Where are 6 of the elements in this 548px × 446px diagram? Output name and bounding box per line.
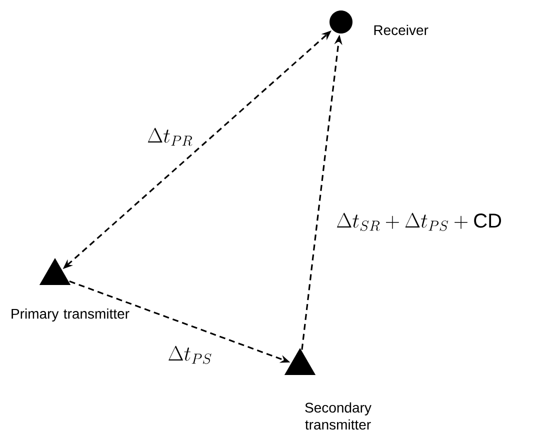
node-label: Secondary transmitter: [305, 402, 372, 430]
node-label: Receiver: [374, 24, 428, 36]
edge-label: $\Delta t_{SR} + \Delta t_{PS} + \mathrm{CD}$: [334, 211, 504, 233]
edge-label: $\Delta t_{PS}$: [166, 344, 214, 366]
edge-label: $\Delta t_{PR}$: [145, 126, 195, 148]
node-label: Primary transmitter: [12, 308, 130, 322]
